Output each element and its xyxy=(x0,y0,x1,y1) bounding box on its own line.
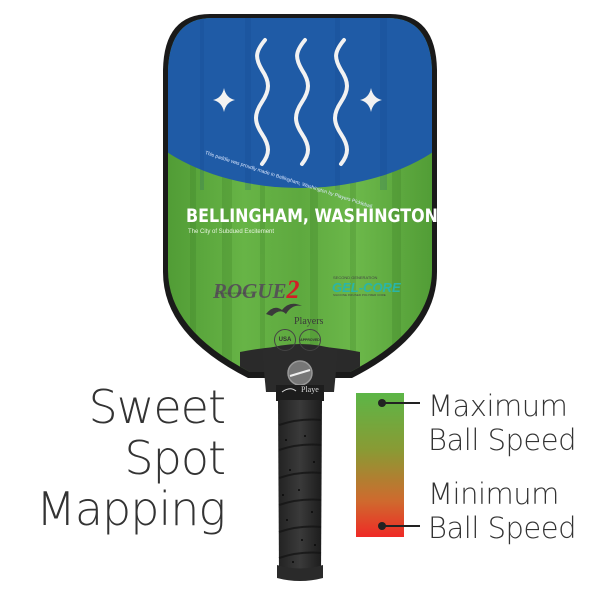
max-label-line1: Maximum xyxy=(428,389,568,423)
gel-core-logo: GEL-CORE xyxy=(332,280,401,295)
min-label-line1: Minimum xyxy=(428,477,559,511)
max-speed-leader-line xyxy=(384,402,420,404)
players-logo-text: Players xyxy=(294,316,324,327)
title-line-1: Sweet xyxy=(88,380,226,434)
grip-brand-text: Playe xyxy=(301,385,319,394)
min-label-line2: Ball Speed xyxy=(428,511,577,545)
gel-core-tagline: SILICONE INFUSED POLYMER CORE xyxy=(333,293,386,297)
approved-badge: APPROVED xyxy=(299,329,321,351)
max-label-line2: Ball Speed xyxy=(428,423,577,457)
players-bird-icon xyxy=(266,303,302,316)
star-right-icon xyxy=(360,88,382,112)
max-speed-marker xyxy=(378,399,386,407)
paddle-city-tagline: The City of Subdued Excitement xyxy=(188,229,275,235)
speed-gradient-legend xyxy=(356,393,404,537)
gel-core-heading: SECOND GENERATION xyxy=(333,275,378,280)
title-line-2: Spot xyxy=(124,431,226,485)
title-line-3: Mapping xyxy=(36,482,226,536)
rogue-tagline: www.playerspickleball.com xyxy=(216,291,252,295)
min-speed-leader-line xyxy=(384,525,420,527)
grip xyxy=(278,400,322,578)
sweet-spot-mapping-title: Sweet Spot Mapping xyxy=(10,380,226,536)
made-in-usa-badge: USA xyxy=(274,329,296,351)
rogue-logo: ROGUE2 xyxy=(213,275,300,304)
wavy-lines-icon xyxy=(254,38,349,166)
star-left-icon xyxy=(213,88,235,112)
min-speed-marker xyxy=(378,522,386,530)
paddle-city-text: BELLINGHAM, WASHINGTON xyxy=(186,205,438,227)
